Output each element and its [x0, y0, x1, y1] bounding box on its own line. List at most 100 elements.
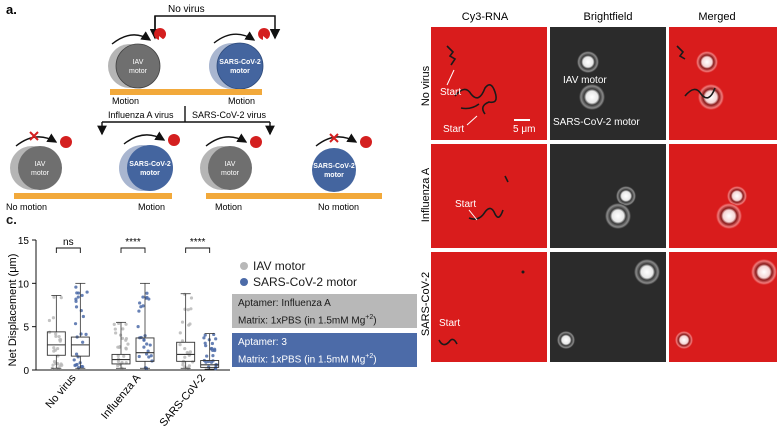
data-point	[74, 305, 79, 309]
no-virus-bracket	[154, 15, 281, 40]
data-point	[56, 346, 60, 351]
aptamer-box-influenza: Aptamer: Influenza A Matrix: 1xPBS (in 1…	[232, 294, 417, 328]
data-point	[180, 339, 185, 343]
brightfield-image-no-virus	[550, 27, 666, 140]
row-label: Influenza A	[420, 167, 432, 222]
motion-label: Motion	[215, 202, 242, 212]
data-point	[74, 285, 78, 289]
y-tick-label: 0	[23, 366, 29, 377]
data-point	[54, 334, 58, 338]
data-point	[72, 358, 76, 362]
data-point	[124, 322, 128, 326]
iav-motor-top: IAV motor	[108, 28, 167, 89]
panel-c-letter: c.	[6, 212, 17, 227]
data-point	[210, 341, 215, 346]
svg-text:SARS-CoV-2: SARS-CoV-2	[313, 163, 355, 170]
merged-image-no-virus	[669, 27, 777, 140]
iav-motor-label: IAV motor	[563, 75, 607, 86]
significance-label: ****	[125, 237, 141, 248]
data-point	[189, 296, 194, 300]
legend-item: IAV motor	[240, 258, 357, 274]
row-label: SARS-CoV-2	[420, 272, 432, 336]
data-point	[114, 331, 118, 335]
data-point	[145, 342, 149, 346]
data-point	[84, 332, 88, 336]
data-point	[80, 293, 84, 298]
svg-text:IAV: IAV	[133, 59, 144, 66]
data-point	[51, 316, 56, 320]
data-point	[122, 354, 126, 358]
no-virus-label: No virus	[168, 4, 205, 15]
column-header: Cy3-RNA	[462, 11, 509, 23]
legend-dot	[240, 262, 248, 270]
y-axis-label: Net Displacement (μm)	[7, 254, 19, 367]
box	[46, 331, 66, 356]
svg-text:motor: motor	[324, 172, 344, 179]
surface-bottom-left	[14, 193, 172, 199]
data-point	[205, 354, 209, 358]
data-point	[52, 346, 56, 350]
data-point	[210, 346, 214, 351]
brightfield-image-influenza	[550, 144, 666, 248]
cy3-image-influenza	[431, 144, 547, 248]
data-point	[211, 354, 215, 358]
surface-bottom-right	[206, 193, 382, 199]
data-point	[76, 295, 80, 299]
column-header: Brightfield	[584, 11, 633, 23]
data-point	[202, 336, 206, 340]
x-tick-label: SARS-CoV-2	[158, 372, 208, 429]
svg-text:motor: motor	[140, 170, 160, 177]
svg-text:SARS-CoV-2: SARS-CoV-2	[219, 59, 261, 66]
iav-motor-bottom-left: IAV motor	[10, 131, 72, 190]
data-point	[178, 331, 182, 335]
data-point	[81, 340, 85, 344]
y-tick-label: 15	[18, 236, 30, 247]
merged-image-influenza	[669, 144, 777, 248]
start-label: Start	[455, 199, 476, 210]
y-tick-label: 10	[18, 279, 30, 290]
data-point	[183, 355, 187, 359]
legend: IAV motor SARS-CoV-2 motor	[240, 258, 357, 290]
data-point	[124, 338, 128, 342]
data-point	[124, 361, 128, 365]
data-point	[186, 308, 190, 312]
significance-label: ****	[190, 237, 206, 248]
virus-icon	[258, 28, 271, 40]
y-tick-label: 5	[23, 323, 29, 334]
x-mark-icon	[329, 133, 339, 143]
significance-label: ns	[63, 237, 74, 248]
data-point	[148, 343, 152, 347]
scale-bar-label: 5 μm	[513, 124, 535, 135]
data-point	[124, 347, 128, 351]
data-point	[141, 295, 145, 299]
svg-text:IAV: IAV	[225, 161, 236, 168]
svg-text:motor: motor	[129, 68, 148, 75]
data-point	[116, 345, 120, 349]
influenza-virus-label: Influenza A virus	[108, 110, 174, 120]
x-mark-icon	[29, 131, 39, 141]
data-point	[59, 296, 63, 300]
data-point	[74, 299, 78, 303]
significance-bracket	[120, 247, 146, 253]
box	[200, 360, 220, 368]
box	[135, 337, 155, 362]
data-point	[137, 309, 141, 313]
row-label: No virus	[420, 65, 432, 106]
motion-label: Motion	[112, 96, 139, 106]
data-point	[74, 297, 78, 301]
sars-motor-label: SARS-CoV-2 motor	[553, 117, 640, 128]
data-point	[126, 342, 130, 346]
data-point	[47, 318, 52, 323]
aptamer-box-sars: Aptamer: 3 Matrix: 1xPBS (in 1.5mM Mg+2)	[232, 333, 417, 367]
data-point	[139, 305, 143, 309]
data-point	[85, 290, 89, 294]
start-label: Start	[439, 318, 460, 329]
legend-item: SARS-CoV-2 motor	[240, 274, 357, 290]
no-motion-label: No motion	[318, 202, 359, 212]
panel-a-diagram: a. No virus IAV motor SARS-CoV-2 motor M…	[6, 2, 382, 212]
box	[70, 336, 90, 357]
x-tick-label: No virus	[44, 372, 79, 411]
data-point	[113, 327, 117, 331]
data-point	[149, 354, 153, 358]
motion-label: Motion	[228, 96, 255, 106]
